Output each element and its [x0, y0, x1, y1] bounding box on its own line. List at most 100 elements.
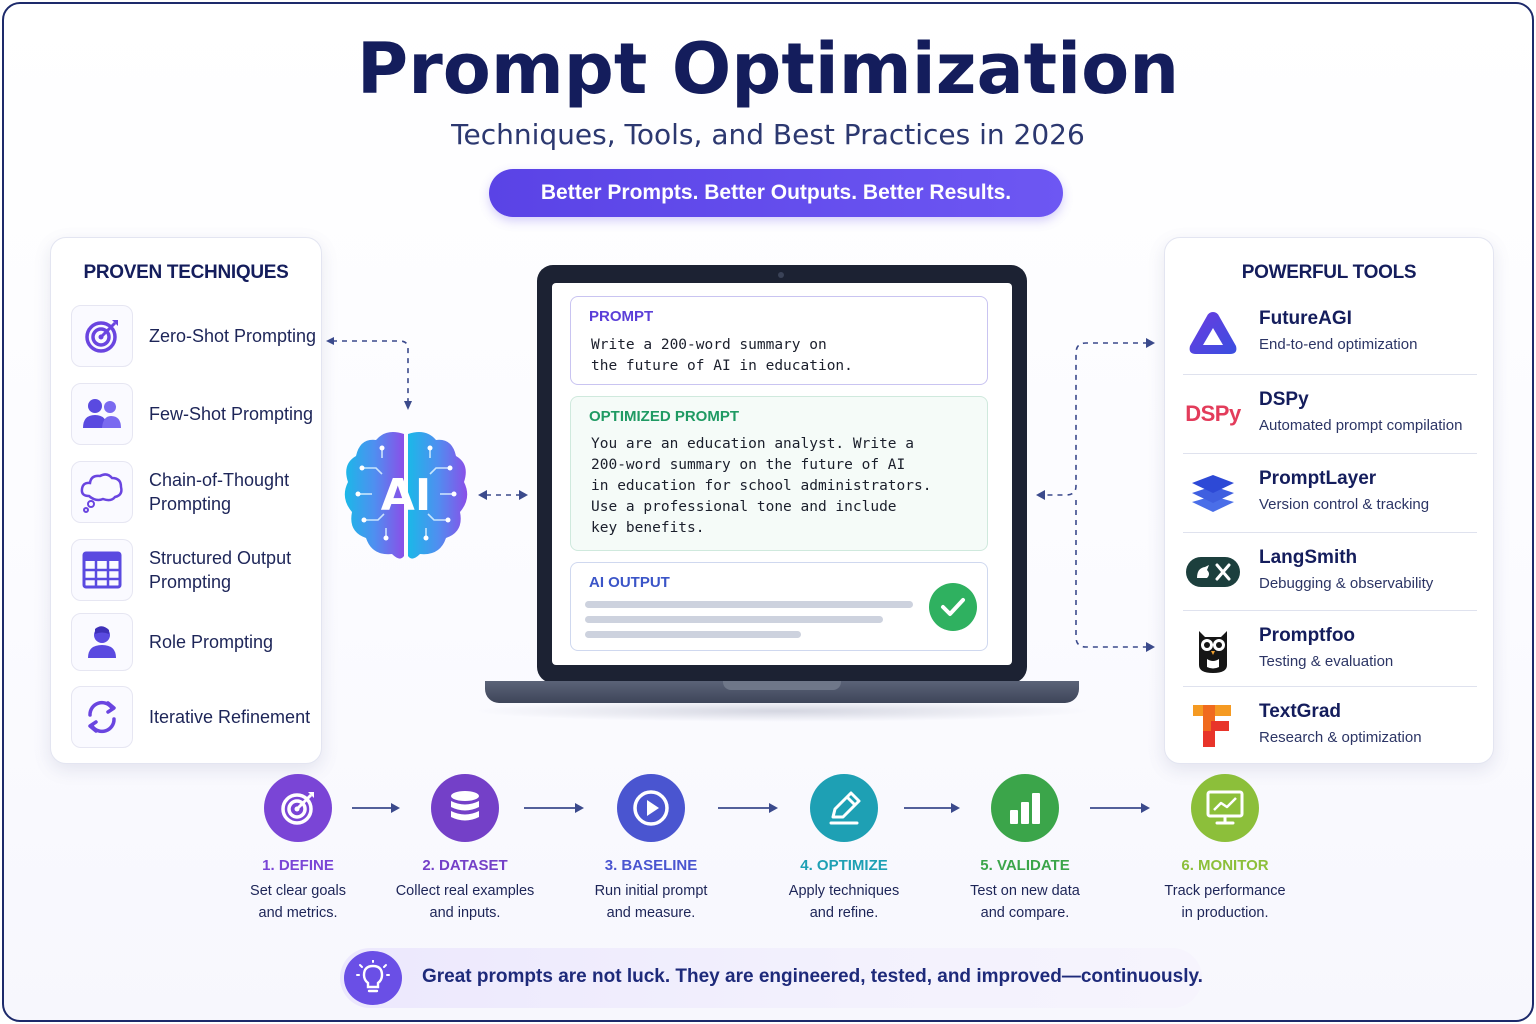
user-icon	[71, 613, 133, 671]
step-desc-line: and measure.	[606, 905, 696, 921]
step-desc-line: in production.	[1181, 905, 1269, 921]
step-desc-line: and metrics.	[258, 905, 338, 921]
step-desc-line: Run initial prompt	[594, 883, 708, 899]
tool-textgrad: TextGrad Research & optimization	[1183, 687, 1477, 765]
step-desc-line: and compare.	[980, 905, 1070, 921]
technique-chain-of-thought: Chain-of-Thought Prompting	[71, 461, 311, 523]
laptop-base	[485, 681, 1079, 703]
dspy-logo-text: DSPy	[1185, 401, 1241, 426]
tagline-pill: Better Prompts. Better Outputs. Better R…	[489, 169, 1063, 217]
futureagi-logo-icon	[1185, 305, 1241, 361]
techniques-panel: PROVEN TECHNIQUES Zero-Shot Prompting Fe…	[50, 237, 322, 764]
tool-divider	[1183, 610, 1477, 611]
laptop-camera	[778, 272, 784, 278]
technique-label: Few-Shot Prompting	[149, 404, 314, 424]
step-description: Run initial prompt and measure.	[566, 880, 736, 924]
step-arrow	[352, 803, 400, 813]
tool-desc: Automated prompt compilation	[1259, 417, 1463, 434]
ai-brain-label: AI	[380, 470, 432, 521]
tools-panel: POWERFUL TOOLS FutureAGI End-to-end opti…	[1164, 237, 1494, 764]
step-desc-line: and inputs.	[429, 905, 501, 921]
tool-divider	[1183, 686, 1477, 687]
output-placeholder-line	[585, 631, 801, 638]
layers-logo-icon	[1185, 465, 1241, 521]
tool-name: DSPy	[1259, 389, 1309, 410]
play-icon	[617, 774, 685, 842]
step-description: Collect real examples and inputs.	[380, 880, 550, 924]
textgrad-logo-icon	[1185, 698, 1241, 754]
technique-label: Chain-of-Thought Prompting	[149, 470, 290, 514]
tool-divider	[1183, 453, 1477, 454]
step-title: 3. BASELINE	[604, 857, 698, 874]
step-desc-line: and refine.	[809, 905, 879, 921]
tools-title: POWERFUL TOOLS	[1241, 262, 1417, 283]
tool-futureagi: FutureAGI End-to-end optimization	[1183, 294, 1477, 372]
prompt-text: Write a 200-word summary on the future o…	[591, 337, 853, 374]
optimized-prompt-text: You are an education analyst. Write a 20…	[591, 436, 932, 536]
tool-desc: End-to-end optimization	[1259, 336, 1418, 353]
technique-iterative: Iterative Refinement	[71, 686, 311, 748]
tool-desc: Debugging & observability	[1259, 575, 1434, 592]
dspy-logo-icon: DSPy	[1185, 386, 1241, 442]
tool-langsmith: LangSmith Debugging & observability	[1183, 533, 1477, 611]
tool-desc: Research & optimization	[1259, 729, 1422, 746]
step-arrow	[718, 803, 778, 813]
pencil-icon	[810, 774, 878, 842]
step-desc-line: Set clear goals	[250, 883, 346, 899]
tool-name: TextGrad	[1259, 701, 1342, 722]
table-icon	[71, 539, 133, 601]
step-desc-line: Track performance	[1164, 883, 1286, 899]
step-title: 4. OPTIMIZE	[800, 857, 888, 874]
tool-dspy: DSPy DSPy Automated prompt compilation	[1183, 375, 1477, 453]
tool-name: FutureAGI	[1259, 308, 1352, 329]
tool-divider	[1183, 532, 1477, 533]
output-placeholder-line	[585, 616, 883, 623]
laptop-notch	[723, 681, 841, 690]
step-title: 1. DEFINE	[262, 857, 334, 874]
output-placeholder-line	[585, 601, 913, 608]
step-desc-line: Collect real examples	[395, 883, 535, 899]
tool-divider	[1183, 374, 1477, 375]
lightbulb-icon	[344, 951, 402, 1005]
step-desc-line: Test on new data	[970, 883, 1080, 899]
step-arrow	[1090, 803, 1150, 813]
ai-output-label: AI OUTPUT	[589, 574, 670, 591]
step-title: 6. MONITOR	[1181, 857, 1269, 874]
thought-bubble-icon	[71, 461, 133, 523]
step-arrow	[904, 803, 960, 813]
step-description: Test on new data and compare.	[940, 880, 1110, 924]
ai-output-card: AI OUTPUT	[570, 562, 988, 651]
technique-label: Zero-Shot Prompting	[149, 326, 317, 346]
refresh-icon	[71, 686, 133, 748]
monitor-chart-icon	[1191, 774, 1259, 842]
technique-label: Role Prompting	[149, 632, 274, 652]
optimized-prompt-label: OPTIMIZED PROMPT	[589, 408, 739, 425]
tool-name: Promptfoo	[1259, 625, 1356, 646]
technique-label: Structured Output Prompting	[149, 548, 292, 592]
users-icon	[71, 383, 133, 445]
tool-name: PromptLayer	[1259, 468, 1377, 489]
target-icon	[71, 305, 133, 367]
prompt-card: PROMPT Write a 200-word summary on the f…	[570, 296, 988, 385]
target-icon	[264, 774, 332, 842]
langsmith-logo-icon	[1185, 544, 1241, 600]
techniques-title: PROVEN TECHNIQUES	[83, 262, 289, 283]
tool-desc: Testing & evaluation	[1259, 653, 1394, 670]
bottom-banner	[340, 948, 1202, 1008]
checkmark-icon	[929, 583, 977, 631]
step-desc-line: Apply techniques	[788, 883, 900, 899]
step-description: Set clear goals and metrics.	[213, 880, 383, 924]
page-subtitle: Techniques, Tools, and Best Practices in…	[451, 118, 1085, 151]
technique-role: Role Prompting	[71, 613, 311, 671]
banner-text: Great prompts are not luck. They are eng…	[422, 966, 1203, 987]
step-arrow	[524, 803, 584, 813]
step-title: 2. DATASET	[422, 857, 508, 874]
technique-few-shot: Few-Shot Prompting	[71, 383, 313, 445]
database-icon	[431, 774, 499, 842]
owl-logo-icon	[1185, 622, 1241, 678]
laptop-shadow	[470, 700, 1094, 722]
ai-brain-icon: AI	[342, 428, 470, 562]
technique-structured-output: Structured Output Prompting	[71, 539, 311, 601]
step-title: 5. VALIDATE	[980, 857, 1070, 874]
